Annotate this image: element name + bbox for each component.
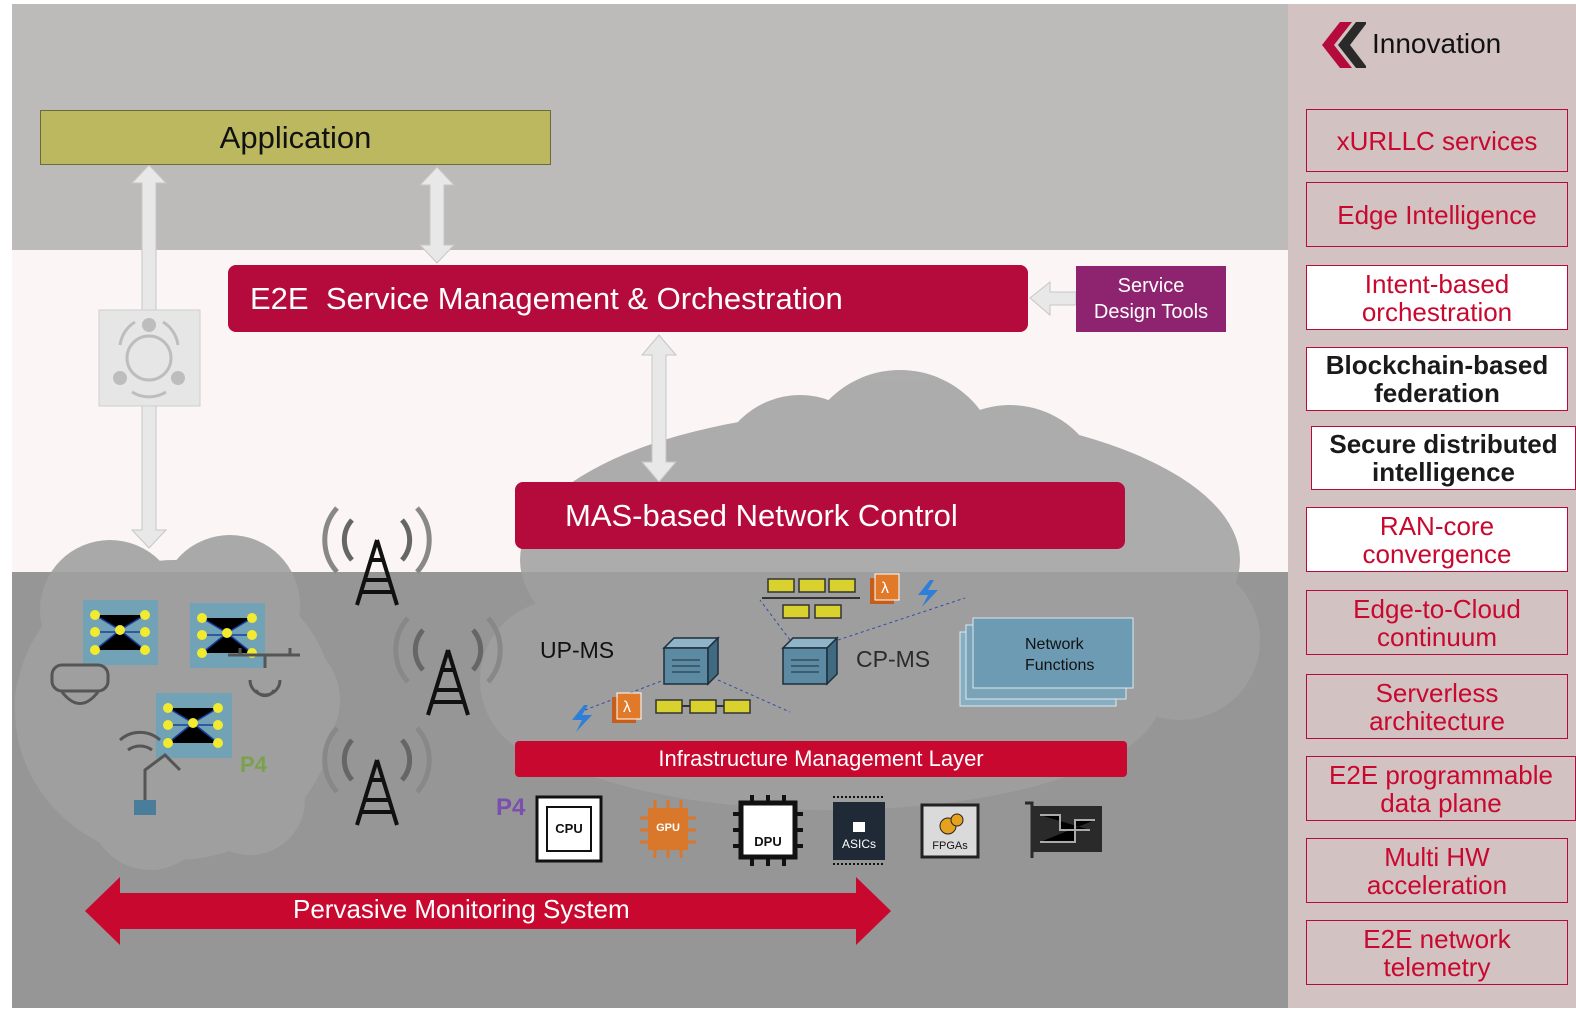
- service-design-tools-box: Service Design Tools: [1076, 266, 1226, 332]
- innovation-item-line2: data plane: [1380, 787, 1502, 818]
- innovation-item-line1: Blockchain-based: [1325, 350, 1549, 380]
- application-box: Application: [40, 110, 551, 165]
- svg-text:λ: λ: [623, 699, 631, 716]
- innovation-item-line2: orchestration: [1361, 296, 1513, 327]
- cpu-label: CPU: [555, 821, 583, 836]
- cp-ms-label: CP-MS: [856, 646, 931, 672]
- innovation-item-line1: Multi HW: [1384, 841, 1490, 872]
- device-icons: [50, 648, 300, 815]
- dpu-label: DPU: [754, 834, 782, 849]
- monitoring-label: Pervasive Monitoring System: [293, 894, 630, 924]
- service-design-tools-line2: Design Tools: [1093, 301, 1209, 323]
- mas-network-control-bar: MAS-based Network Control: [515, 482, 1125, 549]
- innovation-item-line2: intelligence: [1371, 457, 1516, 487]
- network-functions-label: Network Functions: [1025, 634, 1094, 676]
- innovation-item-line2: convergence: [1362, 538, 1512, 569]
- innovation-item: Edge Intelligence: [1306, 182, 1568, 247]
- innovation-item-line2: telemetry: [1383, 951, 1491, 982]
- innovation-title: Innovation: [1372, 28, 1502, 59]
- fpgas-label: FPGAs: [932, 840, 968, 852]
- application-label: Application: [219, 119, 372, 155]
- gpu-label: GPU: [656, 822, 680, 834]
- innovation-item-line2: continuum: [1377, 621, 1497, 652]
- p4-logo-infra: P4: [496, 794, 526, 821]
- innovation-item-line2: acceleration: [1366, 869, 1508, 900]
- innovation-item-line1: xURLLC services: [1336, 125, 1538, 156]
- mas-network-control-label: MAS-based Network Control: [565, 497, 958, 533]
- up-ms-label: UP-MS: [540, 637, 615, 663]
- neural-network-icons: [83, 600, 265, 758]
- svg-text:λ: λ: [881, 580, 889, 597]
- p4-logo-edge: P4: [240, 752, 268, 777]
- e2e-orchestration-bar: E2E Service Management & Orchestration: [228, 265, 1028, 332]
- innovation-item-line1: Intent-based: [1364, 268, 1510, 299]
- ai-loop-icon: [98, 309, 201, 407]
- innovation-item-line1: Edge-to-Cloud: [1353, 593, 1521, 624]
- infrastructure-management-bar: Infrastructure Management Layer: [515, 741, 1127, 777]
- service-design-tools-line1: Service: [1117, 275, 1185, 297]
- network-functions-line2: Functions: [1025, 657, 1095, 674]
- e2e-orchestration-label: E2E Service Management & Orchestration: [250, 280, 843, 316]
- monitoring-arrow: [85, 877, 891, 945]
- antenna-icons: [322, 506, 503, 826]
- innovation-item-line1: Edge Intelligence: [1337, 199, 1537, 230]
- innovation-item-line1: E2E network: [1363, 923, 1511, 954]
- innovation-item-line2: federation: [1374, 378, 1500, 408]
- innovation-item-line1: RAN-core: [1379, 510, 1495, 541]
- network-functions-line1: Network: [1025, 636, 1084, 653]
- hardware-icons: [535, 795, 1102, 866]
- innovation-logo-icon: [1322, 22, 1366, 68]
- innovation-item-line1: E2E programmable: [1329, 759, 1553, 790]
- innovation-item: xURLLC services: [1306, 109, 1568, 172]
- innovation-item-line1: Secure distributed: [1329, 429, 1558, 459]
- infrastructure-management-label: Infrastructure Management Layer: [658, 746, 984, 771]
- ms-graphics: λλλ: [572, 573, 1134, 732]
- innovation-item-line1: Serverless: [1375, 677, 1499, 708]
- asics-label: ASICs: [841, 837, 876, 851]
- innovation-item-line2: architecture: [1369, 705, 1505, 736]
